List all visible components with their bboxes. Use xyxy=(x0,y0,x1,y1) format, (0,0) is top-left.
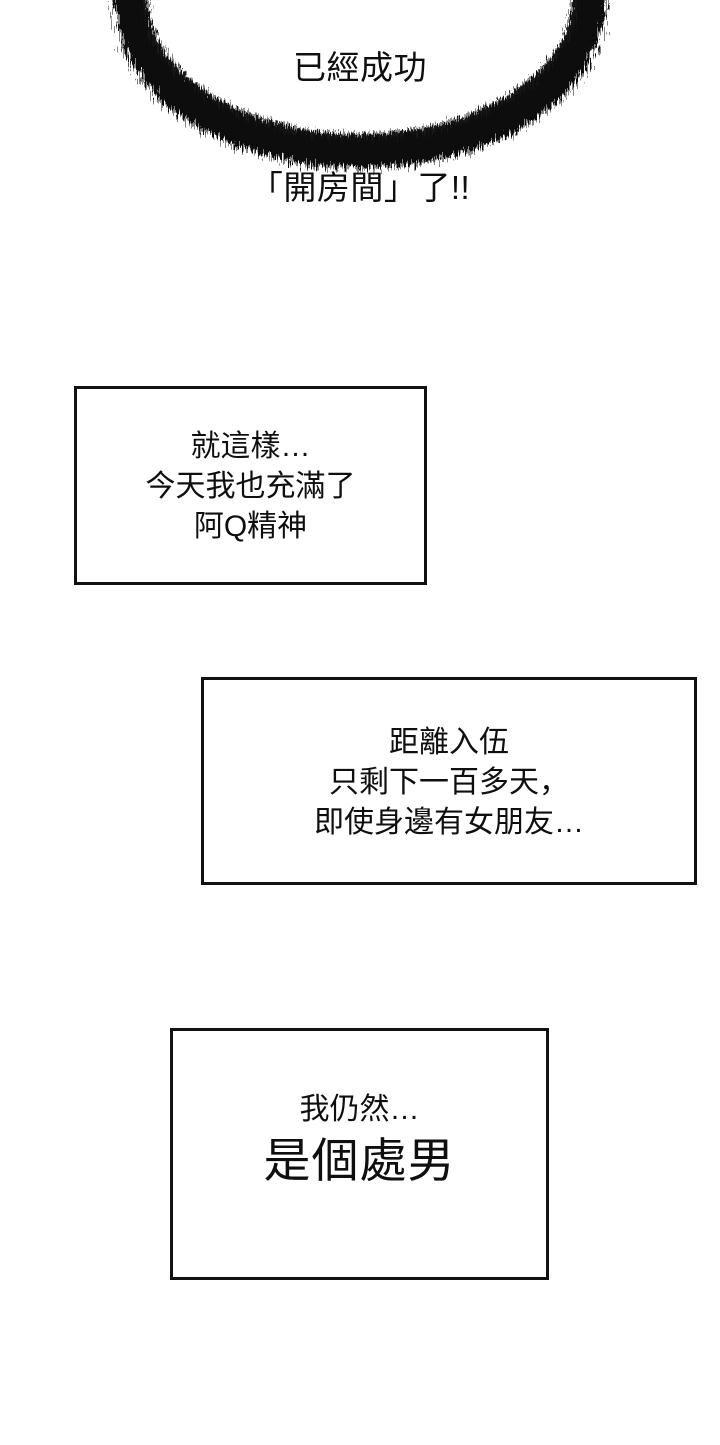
caption-text-enlistment: 距離入伍 只剩下一百多天， 即使身邊有女朋友… xyxy=(314,726,584,839)
caption-virgin-big-line: 是個處男 xyxy=(263,1134,456,1187)
shout-line-1: 已經成功 xyxy=(293,49,427,86)
shout-line-2: 「開房間」了!! xyxy=(249,169,471,206)
caption-text-virgin: 我仍然… 是個處男 xyxy=(264,1090,456,1190)
caption-virgin-small-line: 我仍然… xyxy=(299,1093,420,1126)
caption-box-monologue: 就這樣… 今天我也充滿了 阿Q精神 xyxy=(74,386,427,585)
shout-bubble-text: 已經成功 「開房間」了!! xyxy=(0,0,720,288)
caption-box-virgin: 我仍然… 是個處男 xyxy=(170,1028,549,1280)
caption-text-monologue: 就這樣… 今天我也充滿了 阿Q精神 xyxy=(145,429,356,543)
caption-box-enlistment: 距離入伍 只剩下一百多天， 即使身邊有女朋友… xyxy=(201,677,697,885)
